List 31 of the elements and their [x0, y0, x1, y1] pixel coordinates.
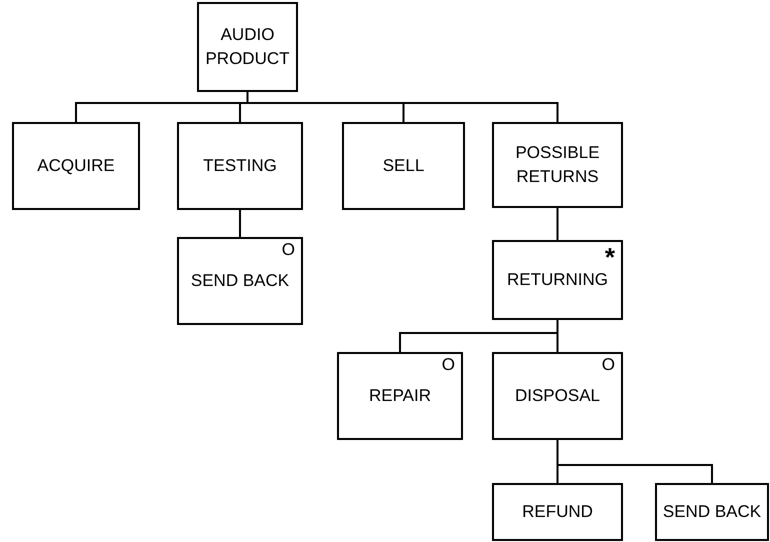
- marker-symbol: O: [442, 356, 455, 373]
- box-label: SEND BACK: [662, 501, 762, 524]
- box-label: SELL: [382, 155, 426, 178]
- box-label: AUDIO PRODUCT: [204, 24, 291, 70]
- process-box: [197, 2, 298, 92]
- box-label: SEND BACK: [190, 270, 290, 292]
- connector-line: [246, 92, 558, 122]
- process-box: [655, 483, 769, 541]
- box-label: DISPOSAL: [514, 385, 602, 408]
- process-box: [492, 122, 623, 208]
- process-box: [177, 122, 303, 210]
- marker-symbol: O: [602, 356, 615, 373]
- connector-line: [239, 210, 241, 237]
- box-label: REPAIR: [368, 385, 432, 408]
- box-label: RETURNING: [506, 269, 610, 292]
- process-box: [492, 483, 623, 541]
- process-box: [337, 352, 463, 440]
- process-box: [342, 122, 465, 210]
- process-box: [492, 352, 623, 440]
- connector-line: [556, 208, 558, 240]
- marker-symbol: O: [282, 241, 295, 258]
- connector-line: [556, 320, 558, 352]
- process-box: [492, 240, 623, 320]
- box-label: TESTING: [202, 155, 278, 178]
- box-label: REFUND: [521, 501, 594, 524]
- box-label: ACQUIRE: [36, 155, 116, 178]
- process-box: [177, 237, 303, 325]
- process-box: [12, 122, 140, 210]
- box-label: POSSIBLE RETURNS: [514, 142, 601, 188]
- connector-line: [556, 440, 713, 483]
- marker-symbol: *: [604, 244, 615, 270]
